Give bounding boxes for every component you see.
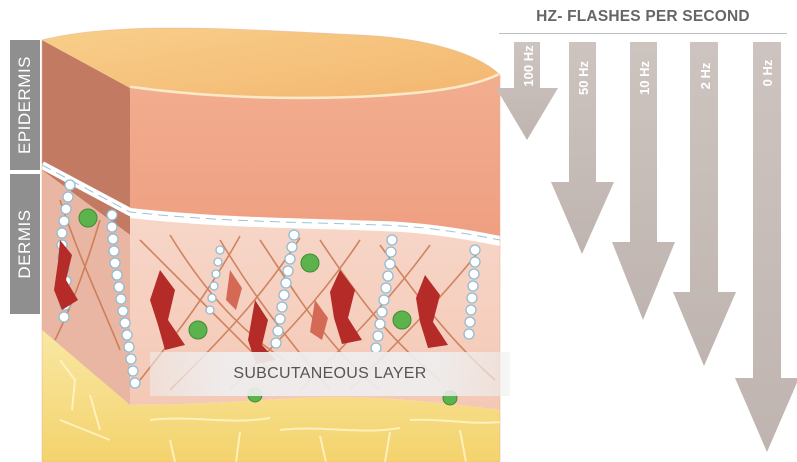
dermis-label: DERMIS xyxy=(15,209,35,278)
frequency-title: HZ- FLASHES PER SECOND xyxy=(499,8,787,26)
arrow-2hz: 2 Hz xyxy=(673,42,736,366)
epidermis-label: EPIDERMIS xyxy=(15,56,35,154)
arrow-100hz: 100 Hz xyxy=(496,42,558,140)
arrow-0hz: 0 Hz xyxy=(735,42,797,452)
epidermis-tab: EPIDERMIS xyxy=(10,40,40,170)
arrow-label-2hz: 2 Hz xyxy=(698,62,713,89)
arrow-50hz: 50 Hz xyxy=(551,42,614,254)
dermis-tab: DERMIS xyxy=(10,174,40,314)
arrow-label-50hz: 50 Hz xyxy=(576,61,591,95)
arrow-10hz: 10 Hz xyxy=(612,42,675,320)
arrow-label-10hz: 10 Hz xyxy=(637,61,652,95)
title-divider xyxy=(499,33,787,34)
arrow-label-0hz: 0 Hz xyxy=(760,59,775,86)
skin-block xyxy=(42,28,500,462)
arrow-label-100hz: 100 Hz xyxy=(521,45,536,87)
subcutaneous-label: SUBCUTANEOUS LAYER xyxy=(150,352,510,396)
frequency-arrows: 100 Hz 50 Hz 10 Hz 2 Hz 0 Hz xyxy=(496,42,797,452)
